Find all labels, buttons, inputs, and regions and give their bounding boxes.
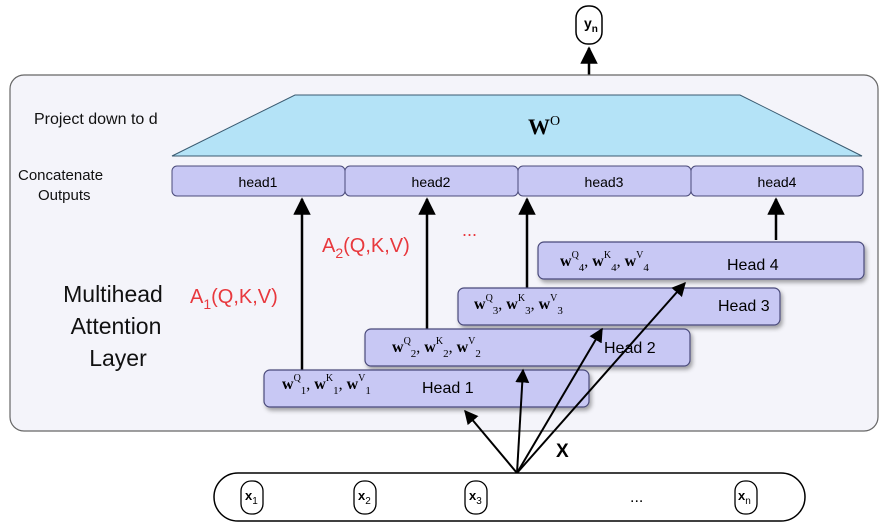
- concat-head1-label: head1: [239, 174, 278, 190]
- concat-head3-label: head3: [585, 174, 624, 190]
- head1-name: Head 1: [422, 380, 474, 397]
- head2-box: wQ2, wK2, wV2 Head 2: [364, 328, 691, 367]
- concat-label-1: Concatenate: [18, 167, 103, 184]
- head4-name: Head 4: [727, 257, 779, 274]
- head4-box: wQ4, wK4, wV4 Head 4: [537, 241, 865, 280]
- input-token-n: xn: [734, 480, 758, 515]
- input-token-1: x1: [240, 480, 264, 515]
- concat-heads: head1 head2 head3 head4: [171, 165, 864, 197]
- head1-box: wQ1, wK1, wV1 Head 1: [263, 369, 590, 408]
- project-label: Project down to d: [34, 111, 158, 128]
- input-fanout-arrows: [464, 281, 686, 474]
- x-to-head1-arrow: [464, 409, 518, 474]
- projection-trapezoid: [171, 94, 863, 157]
- x-to-head3-arrow: [516, 327, 603, 474]
- svg-text:x1: x1: [245, 488, 258, 507]
- svg-text:xn: xn: [738, 488, 751, 507]
- a1-label: A1(Q,K,V): [190, 286, 278, 312]
- input-token-3: x3: [464, 480, 488, 515]
- svg-text:x2: x2: [358, 488, 371, 507]
- x-label: X: [556, 441, 569, 462]
- concat-head2-label: head2: [412, 174, 451, 190]
- head3-name: Head 3: [718, 298, 770, 315]
- x-to-head4-arrow: [516, 281, 686, 474]
- svg-text:x3: x3: [469, 488, 482, 507]
- input-token-2: x2: [353, 480, 377, 515]
- head2-name: Head 2: [604, 340, 656, 357]
- x-to-head2-arrow: [515, 368, 530, 474]
- concat-head4-label: head4: [758, 174, 797, 190]
- head4-weights: wQ4, wK4, wV4: [560, 250, 649, 274]
- wo-label: WO: [528, 114, 560, 139]
- attention-ellipsis: ...: [462, 220, 477, 240]
- concat-label-2: Outputs: [38, 187, 91, 204]
- layer-label-2: Attention: [71, 313, 162, 339]
- head3-box: wQ3, wK3, wV3 Head 3: [457, 287, 781, 326]
- input-ellipsis: ...: [630, 489, 643, 506]
- head2-weights: wQ2, wK2, wV2: [392, 336, 481, 360]
- output-token: yn: [575, 5, 603, 45]
- head1-weights: wQ1, wK1, wV1: [282, 373, 371, 397]
- a2-label: A2(Q,K,V): [322, 235, 410, 261]
- output-label: yn: [584, 15, 598, 35]
- layer-label-3: Layer: [89, 345, 147, 371]
- head3-weights: wQ3, wK3, wV3: [474, 293, 563, 317]
- input-sequence: x1 x2 x3 ... xn: [213, 472, 806, 522]
- concat-head4: [690, 165, 864, 197]
- layer-label-1: Multihead: [63, 281, 163, 307]
